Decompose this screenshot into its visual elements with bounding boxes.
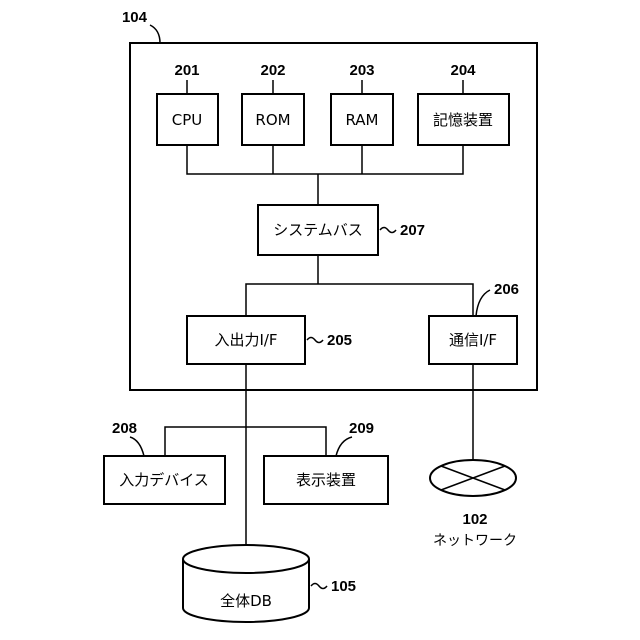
io-if-label: 入出力I/F [214,331,277,349]
io-if-ref-label: 205 [327,332,352,349]
comm-if-label: 通信I/F [449,331,497,349]
network-label: ネットワーク [433,533,517,549]
database-ref-label: 105 [331,578,356,595]
input-device-ref-label: 208 [112,420,137,437]
ram-ref-label: 203 [349,62,374,79]
rom-label: ROM [255,111,290,129]
device-leader-line [150,25,160,43]
system-bus-label: システムバス [273,221,363,239]
database-top [183,545,309,573]
storage-ref-label: 204 [450,62,476,79]
cpu-label: CPU [172,111,203,129]
ram-label: RAM [345,111,378,129]
storage-label: 記憶装置 [433,111,493,129]
database-label: 全体DB [220,592,272,610]
network-ref-label: 102 [462,511,487,528]
system-bus-ref-label: 207 [400,222,425,239]
input-device-leader [130,437,144,456]
input-device-label: 入力デバイス [119,471,209,489]
cpu-ref-label: 201 [174,62,199,79]
device-ref-label: 104 [122,9,148,26]
display-device-ref-label: 209 [349,420,374,437]
database-leader [311,584,327,589]
comm-if-ref-label: 206 [494,281,519,298]
display-device-label: 表示装置 [296,471,356,489]
rom-ref-label: 202 [260,62,285,79]
display-device-leader [336,437,352,456]
